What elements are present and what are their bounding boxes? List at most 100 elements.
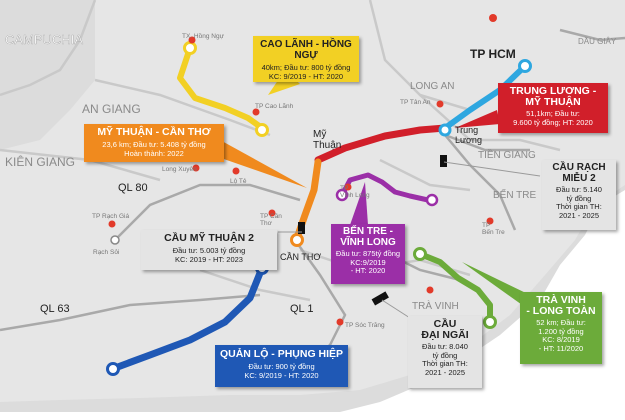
route-tp-hcm-end — [518, 59, 532, 73]
label-tp-tan-an: TP Tân An — [400, 99, 431, 106]
route-hcm-trung-luong — [442, 63, 528, 131]
bridge-my-thuan-2 — [298, 222, 305, 234]
dot-tx-hong-ngu — [188, 36, 196, 44]
dot-tp-rach-gia — [108, 220, 116, 228]
road-label-ql1: QL 1 — [290, 303, 313, 315]
label-tp-cao-lanh: TP Cao Lãnh — [255, 103, 294, 110]
dot-tp-tan-an — [436, 100, 444, 108]
region-tien-giang: TIỀN GIANG — [478, 148, 536, 161]
callout-quan-lo-phung-hiep-line1: Đầu tư: 900 tỷ đồng — [248, 362, 315, 372]
label-tp-hcm: TP HCM — [470, 47, 516, 61]
callout-ben-tre-vinh-long: BẾN TRE - VĨNH LONG Đầu tư: 875tỷ đồng K… — [331, 224, 405, 284]
callout-cau-rach-mieu-2: CẦU RẠCH MIỄU 2 Đầu tư: 5.140 tỷ đồng Th… — [542, 160, 616, 230]
callout-quan-lo-phung-hiep: QUẢN LỘ - PHỤNG HIỆP Đầu tư: 900 tỷ đồng… — [215, 345, 348, 387]
leader-lines — [278, 161, 541, 319]
route-trung-luong-my-thuan — [314, 124, 449, 164]
callout-cau-dai-ngai-line3: Thời gian TH: — [422, 359, 468, 369]
route-cao-lanh-hong-ngu-end — [255, 123, 269, 137]
callout-ben-tre-vinh-long-line2: KC:9/2019 — [350, 257, 386, 267]
callout-trung-luong-my-thuan-title: TRUNG LƯƠNG - MỸ THUẬN — [509, 85, 597, 109]
region-labels: CAMPUCHIA AN GIANG KIÊN GIANG LONG AN TI… — [5, 32, 617, 312]
route-tra-vinh-long-toan — [417, 251, 493, 323]
region-tra-vinh: TRÀ VINH — [412, 299, 459, 312]
callout-cau-my-thuan-2-line2: KC: 2019 - HT: 2023 — [175, 254, 243, 264]
road-ben-tre — [444, 133, 530, 152]
pointer-trung-luong — [455, 110, 500, 128]
label-long-xuyen: Long Xuyên — [162, 166, 197, 173]
label-tp-soc-trang: TP Sóc Trăng — [345, 322, 385, 329]
road-labels: QL 80 QL 63 QL 1 — [40, 182, 313, 315]
bridge-markers — [298, 155, 447, 306]
callout-cau-rach-mieu-2-line4: 2021 - 2025 — [558, 210, 600, 220]
callout-cau-dai-ngai-line1: Đầu tư: 8.040 — [422, 342, 468, 352]
road-ql63 — [0, 293, 261, 332]
label-lo-te: Lộ Tẻ — [230, 178, 247, 185]
callout-cau-dai-ngai: CẦU ĐẠI NGÃI Đầu tư: 8.040 tỷ đồng Thời … — [408, 316, 482, 388]
route-cao-lanh-hong-ngu-start — [183, 41, 197, 55]
route-can-tho-end — [290, 233, 304, 247]
callout-my-thuan-can-tho: MỸ THUẬN - CẦN THƠ 23,6 km; Đầu tư: 5.40… — [84, 124, 224, 162]
dot-tp-vinh-long — [344, 183, 352, 191]
callout-my-thuan-can-tho-line1: 23,6 km; Đầu tư: 5.408 tỷ đồng — [102, 140, 206, 150]
callout-quan-lo-phung-hiep-line2: KC: 9/2019 - HT: 2020 — [244, 370, 319, 380]
callout-my-thuan-can-tho-line2: Hoàn thành: 2022 — [124, 148, 184, 158]
callout-cau-my-thuan-2-title: CẦU MỸ THUẬN 2 — [164, 232, 254, 244]
callout-tra-vinh-long-toan-line2: 1.200 tỷ đồng — [538, 326, 584, 336]
callout-cau-dai-ngai-line2: tỷ đồng — [432, 350, 458, 360]
label-rach-soi: Rạch Sỏi — [93, 248, 119, 256]
callout-my-thuan-can-tho-title: MỸ THUẬN - CẦN THƠ — [97, 126, 211, 138]
road-label-ql63: QL 63 — [40, 303, 70, 315]
callout-cau-my-thuan-2: CẦU MỸ THUẬN 2 Đầu tư: 5.003 tỷ đồng KC:… — [141, 230, 277, 270]
dot-tp-hcm — [489, 14, 497, 22]
callout-tra-vinh-long-toan-line4: - HT: 11/2020 — [538, 343, 584, 353]
dot-lo-te — [232, 167, 240, 175]
route-cao-lanh-hong-ngu — [177, 45, 265, 131]
dot-rach-soi — [110, 235, 120, 245]
city-dots — [108, 14, 497, 326]
dot-tra-vinh — [426, 286, 434, 294]
callout-trung-luong-my-thuan: TRUNG LƯƠNG - MỸ THUẬN 51,1km; Đầu tư: 9… — [498, 83, 608, 133]
route-quan-lo-phung-hiep — [111, 264, 266, 372]
callout-cau-rach-mieu-2-line2: tỷ đồng — [566, 193, 592, 203]
callout-tra-vinh-long-toan-line3: KC: 8/2019 — [542, 335, 580, 345]
region-an-giang: AN GIANG — [82, 102, 141, 116]
region-kien-giang: KIÊN GIANG — [5, 154, 75, 169]
road-trung-luong-east — [444, 134, 517, 231]
callout-quan-lo-phung-hiep-title: QUẢN LỘ - PHỤNG HIỆP — [219, 348, 344, 360]
callout-cau-rach-mieu-2-line3: Thời gian TH: — [556, 202, 602, 212]
pointer-tra-vinh-long-toan — [462, 262, 532, 312]
callout-cao-lanh-hong-ngu-title: CAO LÃNH - HỒNG NGỰ — [260, 39, 352, 61]
dot-tp-can-tho — [268, 209, 276, 217]
region-dau-giay: DẦU GIÂY — [578, 36, 617, 46]
route-ben-tre-vinh-long-start — [335, 188, 349, 202]
route-quan-lo-phung-hiep-end — [106, 362, 120, 376]
pointer-cao-lanh — [268, 70, 300, 95]
route-tra-vinh-long-toan-start — [413, 247, 427, 261]
callout-cao-lanh-hong-ngu: CAO LÃNH - HỒNG NGỰ 40km; Đầu tư: 800 tỷ… — [253, 36, 359, 82]
callout-ben-tre-vinh-long-line3: - HT: 2020 — [350, 266, 386, 276]
dot-long-xuyen — [192, 164, 200, 172]
callout-cau-my-thuan-2-line1: Đầu tư: 5.003 tỷ đồng — [172, 246, 246, 256]
pointer-ben-tre-vinh-long — [350, 182, 368, 225]
callout-cao-lanh-hong-ngu-line1: 40km; Đầu tư: 800 tỷ đồng — [261, 63, 351, 72]
callout-cau-dai-ngai-line4: 2021 - 2025 — [424, 367, 466, 377]
region-ben-tre: BẾN TRE — [493, 188, 536, 201]
pointer-my-thuan-can-tho — [218, 140, 307, 188]
road-dau-giay — [559, 28, 625, 42]
callout-tra-vinh-long-toan: TRÀ VINH - LONG TOÀN 52 km; Đầu tư: 1.20… — [520, 292, 602, 364]
bridge-rach-mieu-2 — [440, 155, 447, 167]
route-trung-luong-node — [438, 123, 452, 137]
route-ben-tre-vinh-long — [339, 172, 431, 203]
callout-cau-rach-mieu-2-title: CẦU RẠCH MIỄU 2 — [552, 162, 606, 184]
road-ql80 — [114, 183, 301, 241]
callout-tra-vinh-long-toan-title: TRÀ VINH - LONG TOÀN — [526, 294, 596, 318]
callout-tra-vinh-long-toan-line1: 52 km; Đầu tư: — [536, 318, 586, 328]
region-long-an: LONG AN — [410, 81, 454, 92]
dot-tp-ben-tre — [486, 217, 494, 225]
